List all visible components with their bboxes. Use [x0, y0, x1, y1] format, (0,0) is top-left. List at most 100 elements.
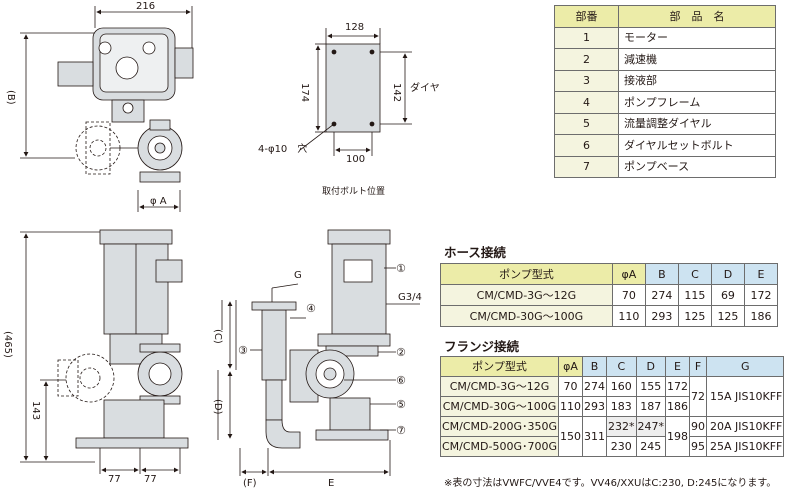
flange-header-e: E	[665, 356, 691, 377]
flange-header-row: ポンプ型式 φA B C D E F G	[439, 356, 785, 377]
callout-5: ⑤	[396, 398, 406, 411]
flange-e: 198	[665, 416, 691, 457]
dim-142-label: 142	[391, 83, 402, 102]
hose-model: CM/CMD-30G～100G	[440, 305, 613, 327]
parts-row: 1 モーター	[554, 26, 776, 49]
dim-143-label: 143	[30, 401, 41, 420]
hose-c: 125	[677, 305, 712, 327]
dim-128-label: 128	[345, 22, 364, 33]
flange-g: 20A JIS10KFF	[706, 416, 785, 437]
dim-c-label: (C)	[212, 329, 223, 344]
flange-row: CM/CMD-500G･700G 230 245 95 25A JIS10KFF	[439, 436, 785, 457]
part-name: ポンプベース	[618, 155, 776, 178]
part-name: 減速機	[618, 48, 776, 71]
part-name: 流量調整ダイヤル	[618, 112, 776, 135]
side-view	[217, 229, 420, 476]
part-number: 1	[554, 26, 619, 49]
callout-2: ②	[396, 346, 406, 359]
dim-77a-label: 77	[108, 474, 121, 485]
flange-row: CM/CMD-200G･350G 150 311 232* 247* 198 9…	[439, 416, 785, 457]
parts-row: 3 接液部	[554, 69, 776, 92]
parts-row: 2 減速機	[554, 48, 776, 71]
dim-d-label: (D)	[212, 399, 223, 415]
parts-header-name: 部 品 名	[618, 5, 776, 28]
flange-model: CM/CMD-30G～100G	[439, 396, 560, 417]
hose-row: CM/CMD-30G～100G 110 293 125 125 186	[440, 305, 779, 327]
hose-e: 186	[743, 305, 779, 327]
dim-phi-a-label: φ A	[150, 196, 167, 207]
parts-row: 7 ポンプベース	[554, 155, 776, 178]
hose-header-model: ポンプ型式	[440, 263, 613, 285]
flange-row: CM/CMD-3G～12G 70 274 160 155 172 72 15A …	[439, 376, 785, 417]
flange-section-title: フランジ接続	[444, 339, 520, 354]
flange-b: 311	[582, 416, 608, 457]
base-plate-caption: 取付ボルト位置	[322, 185, 385, 197]
flange-f: 90	[689, 416, 708, 437]
flange-b: 293	[582, 396, 608, 417]
hole-note-label: 4-φ10 穴	[258, 142, 307, 155]
dim-100-label: 100	[346, 154, 365, 165]
flange-header-d: D	[635, 356, 667, 377]
flange-d: 187	[635, 396, 667, 417]
part-name: 接液部	[618, 69, 776, 92]
flange-header-c: C	[606, 356, 637, 377]
callout-1: ①	[396, 262, 406, 275]
part-number: 2	[554, 48, 619, 71]
flange-phi-a: 70	[558, 376, 584, 397]
hose-b: 274	[644, 284, 679, 306]
parts-header-row: 部番 部 品 名	[554, 5, 776, 28]
flange-row: CM/CMD-30G～100G 110 293 183 187 186	[439, 396, 784, 417]
part-name: ダイヤルセットボルト	[618, 134, 776, 157]
dim-e-label: E	[328, 478, 334, 489]
hose-header-b: B	[644, 263, 679, 285]
parts-row: 4 ポンプフレーム	[554, 91, 776, 114]
dim-465-label: (465)	[2, 331, 13, 358]
base-plate-view	[299, 28, 412, 156]
flange-e: 172	[665, 376, 691, 397]
front-view	[20, 229, 189, 474]
parts-row: 5 流量調整ダイヤル	[554, 112, 776, 135]
callout-6: ⑥	[396, 374, 406, 387]
hose-row: CM/CMD-3G～12G 70 274 115 69 172	[440, 284, 779, 306]
flange-table: ポンプ型式 φA B C D E F G CM/CMD-3G～12G 70 27…	[439, 356, 785, 457]
hose-e: 172	[743, 284, 779, 306]
part-number: 6	[554, 134, 619, 157]
flange-c: 160	[606, 376, 637, 397]
dial-side-label: ダイヤル側	[410, 81, 440, 94]
part-number: 7	[554, 155, 619, 178]
flange-header-model: ポンプ型式	[439, 356, 560, 377]
footnote: ※表の寸法はVWFC/VVE4です。VV46/XXUはC:230, D:245に…	[444, 478, 777, 489]
top-view	[20, 6, 194, 212]
flange-c: 232*	[606, 416, 637, 437]
hose-model: CM/CMD-3G～12G	[440, 284, 613, 306]
flange-b: 274	[582, 376, 608, 397]
dim-216-label: 216	[136, 1, 155, 12]
flange-model: CM/CMD-200G･350G	[439, 416, 560, 437]
hose-section-title: ホース接続	[444, 245, 506, 260]
flange-c: 230	[606, 436, 637, 457]
hose-phi-a: 70	[611, 284, 646, 306]
hose-table: ポンプ型式 φA B C D E CM/CMD-3G～12G 70 274 11…	[440, 263, 779, 327]
flange-e: 186	[665, 396, 691, 417]
g34-label: G3/4	[398, 292, 422, 303]
hose-b: 293	[644, 305, 679, 327]
part-number: 4	[554, 91, 619, 114]
parts-row: 6 ダイヤルセットボルト	[554, 134, 776, 157]
part-number: 3	[554, 69, 619, 92]
dim-174-label: 174	[299, 83, 310, 102]
callout-7: ⑦	[396, 424, 406, 437]
parts-header-no: 部番	[554, 5, 619, 28]
flange-phi-a: 110	[558, 396, 584, 417]
part-number: 5	[554, 112, 619, 135]
part-name: ポンプフレーム	[618, 91, 776, 114]
hose-header-e: E	[743, 263, 779, 285]
flange-d: 247*	[635, 416, 667, 437]
flange-g: 25A JIS10KFF	[706, 436, 785, 457]
callout-4: ④	[306, 302, 316, 315]
g-label: G	[294, 270, 302, 281]
flange-g: 15A JIS10KFF	[706, 376, 785, 417]
callout-3: ③	[238, 344, 248, 357]
flange-header-f: F	[689, 356, 708, 377]
hose-d: 69	[710, 284, 745, 306]
hose-header-d: D	[710, 263, 745, 285]
